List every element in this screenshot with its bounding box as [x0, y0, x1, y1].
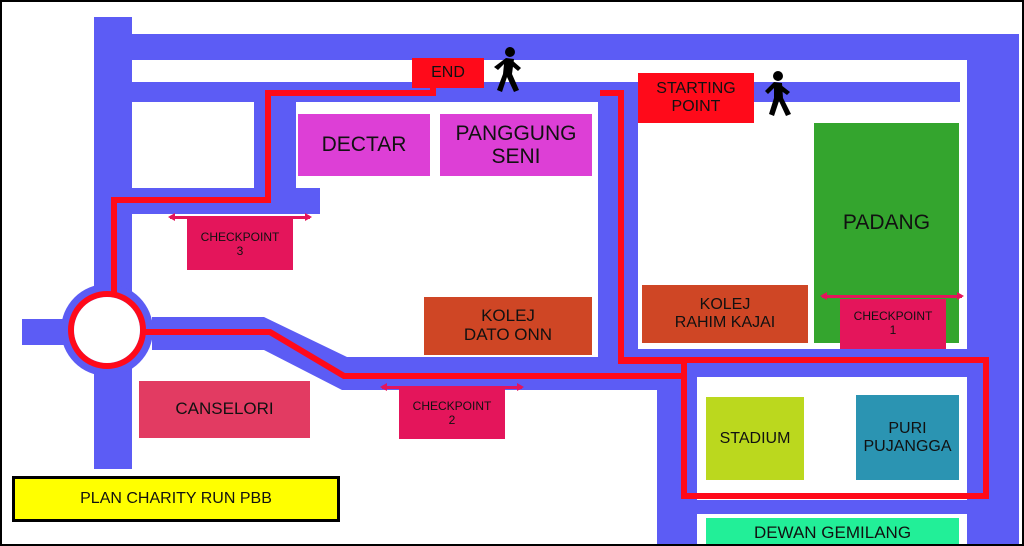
road-diagonal: [152, 317, 692, 390]
run-route: [600, 90, 989, 499]
run-route-return: [142, 329, 684, 379]
walking-person-icon: [494, 47, 521, 92]
road-second-horizontal: [94, 82, 960, 102]
roundabout-island: [74, 297, 140, 363]
building-dewan-gemilang: DEWAN GEMILANG: [706, 518, 959, 544]
building-kolej-dato-onn: KOLEJ DATO ONN: [424, 297, 592, 355]
end-marker: END: [412, 58, 484, 88]
checkpoint-1-marker: [820, 292, 964, 300]
building-panggung-seni: PANGGUNG SENI: [440, 114, 592, 176]
checkpoint-2-marker: [380, 383, 524, 391]
walking-person-icon: [765, 71, 791, 116]
building-kolej-rahim-kajai: KOLEJ RAHIM KAJAI: [642, 285, 808, 343]
map-title: PLAN CHARITY RUN PBB: [12, 476, 340, 522]
road-south: [657, 500, 997, 514]
building-dectar: DECTAR: [298, 114, 430, 176]
checkpoint-3: CHECKPOINT 3: [187, 219, 293, 270]
checkpoint-2: CHECKPOINT 2: [399, 389, 505, 439]
run-route-west: [111, 74, 436, 295]
checkpoint-1: CHECKPOINT 1: [840, 299, 946, 349]
road-inner-vertical: [254, 82, 296, 212]
starting-point-marker: STARTING POINT: [638, 73, 754, 123]
checkpoint-3-marker: [168, 213, 312, 221]
road-east: [967, 34, 1019, 544]
road-north: [94, 34, 1019, 60]
building-puri-pujangga: PURI PUJANGGA: [856, 395, 959, 480]
building-stadium: STADIUM: [706, 397, 804, 480]
building-canselori: CANSELORI: [139, 381, 310, 438]
